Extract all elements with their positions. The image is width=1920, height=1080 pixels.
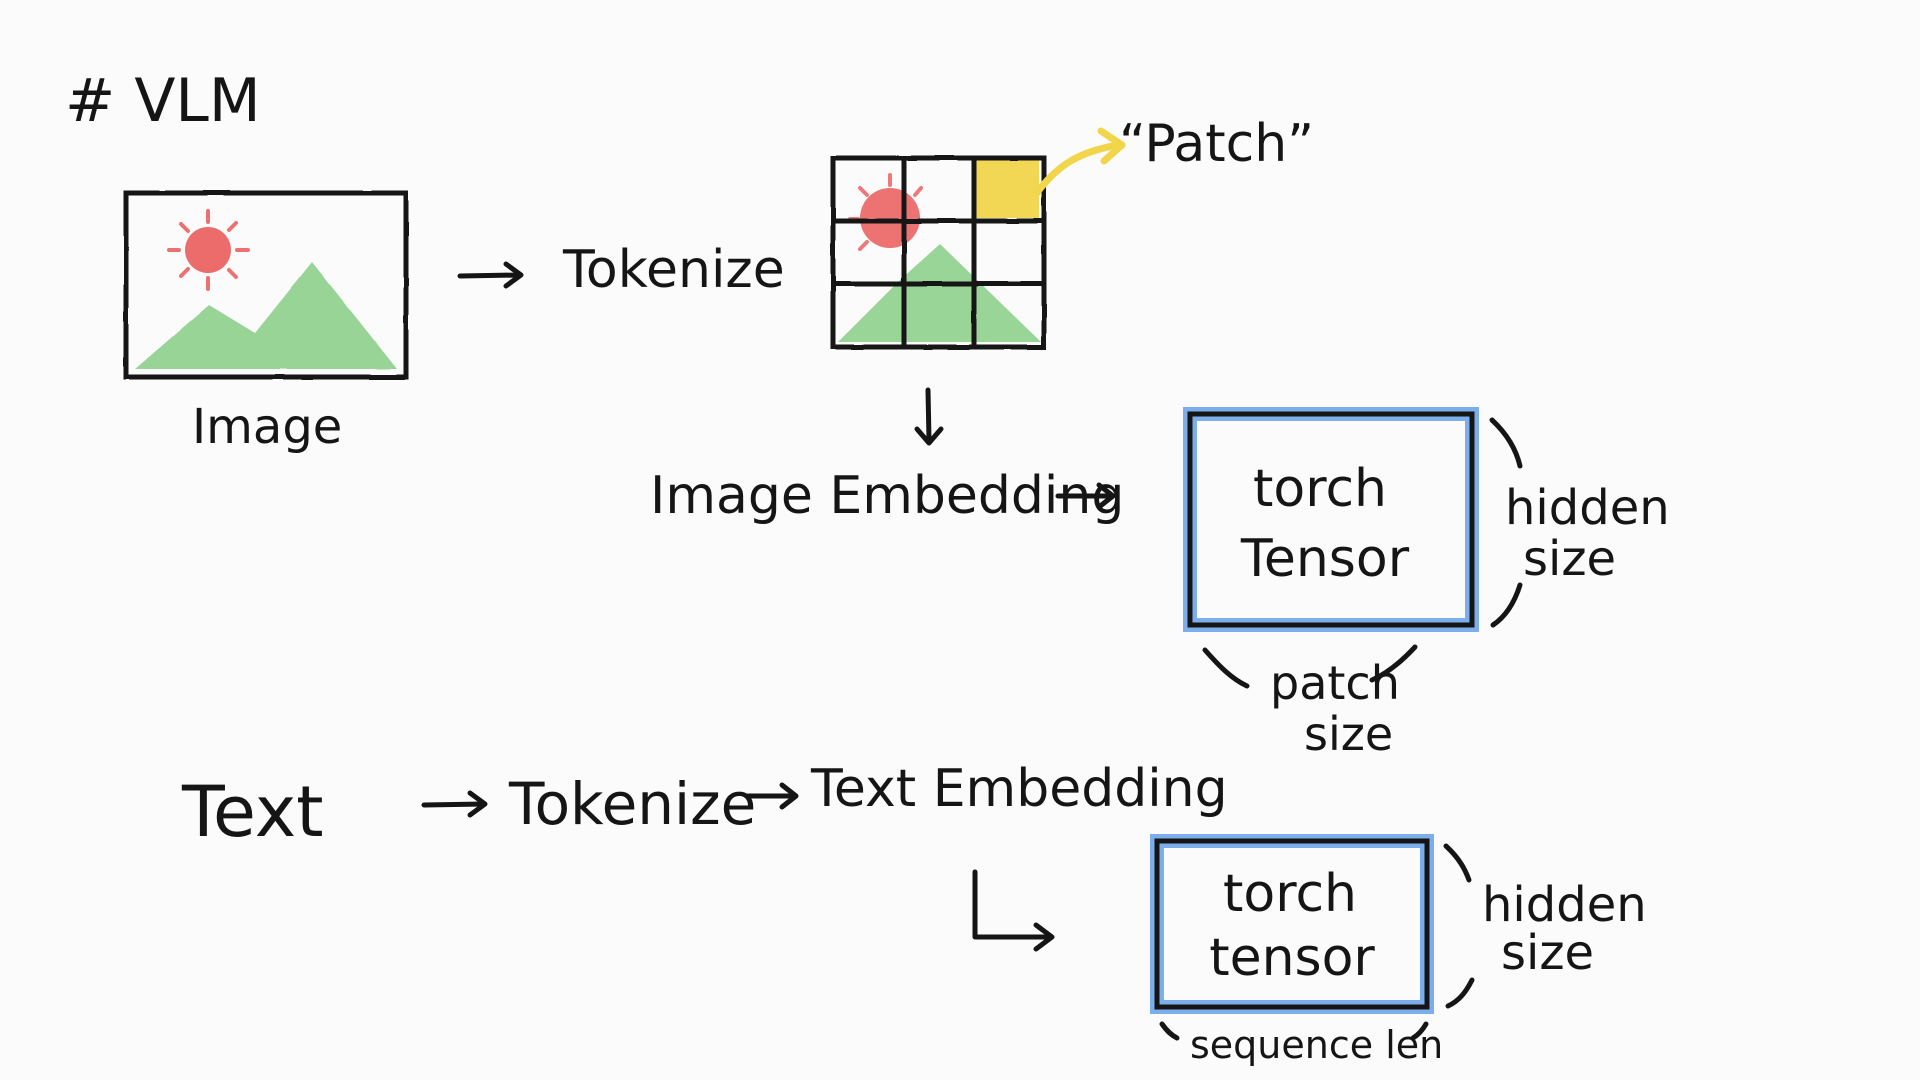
text-embedding-label: Text Embedding	[810, 759, 1228, 819]
image-hidden-size-line2: size	[1523, 531, 1616, 587]
image-tensor-box	[1183, 407, 1479, 632]
text-tensor-box	[1150, 834, 1434, 1014]
image-embedding-label: Image Embedding	[650, 466, 1124, 526]
patch-callout-arrow-icon	[1032, 127, 1126, 198]
text-hidden-size-line2: size	[1501, 925, 1594, 981]
patch-grid-icon	[830, 155, 1047, 350]
text-label: Text	[181, 771, 324, 853]
text-hidden-size-bracket	[1443, 843, 1475, 1009]
patch-size-line1: patch	[1270, 656, 1400, 710]
sun-icon	[185, 227, 231, 273]
image-tensor-line2: Tensor	[1240, 529, 1410, 589]
sequence-length-bracket	[1159, 1021, 1429, 1041]
image-icon	[123, 190, 409, 380]
patch-label: “Patch”	[1119, 114, 1314, 174]
text-hidden-size-line1: hidden	[1482, 877, 1647, 933]
patch-size-line2: size	[1304, 707, 1393, 761]
patch-size-bracket	[1202, 644, 1418, 689]
arrow-right-icon-2	[1055, 482, 1116, 510]
arrow-down-icon	[914, 387, 944, 446]
image-tensor-line1: torch	[1253, 459, 1387, 519]
arrow-right-icon-3	[421, 790, 488, 818]
image-label: Image	[192, 399, 342, 455]
text-tensor-line1: torch	[1223, 864, 1357, 924]
hidden-size-bracket	[1489, 417, 1523, 628]
sequence-length-label: sequence len	[1190, 1023, 1443, 1067]
page-title: # VLM	[65, 66, 261, 136]
arrow-right-icon	[457, 261, 524, 289]
arrow-right-icon-4	[745, 782, 799, 810]
image-hidden-size-line1: hidden	[1505, 480, 1670, 536]
turn-arrow-icon	[972, 869, 1055, 952]
text-tokenize-label: Tokenize	[508, 770, 756, 838]
text-tensor-line2: tensor	[1209, 928, 1375, 988]
image-tokenize-label: Tokenize	[562, 240, 785, 300]
